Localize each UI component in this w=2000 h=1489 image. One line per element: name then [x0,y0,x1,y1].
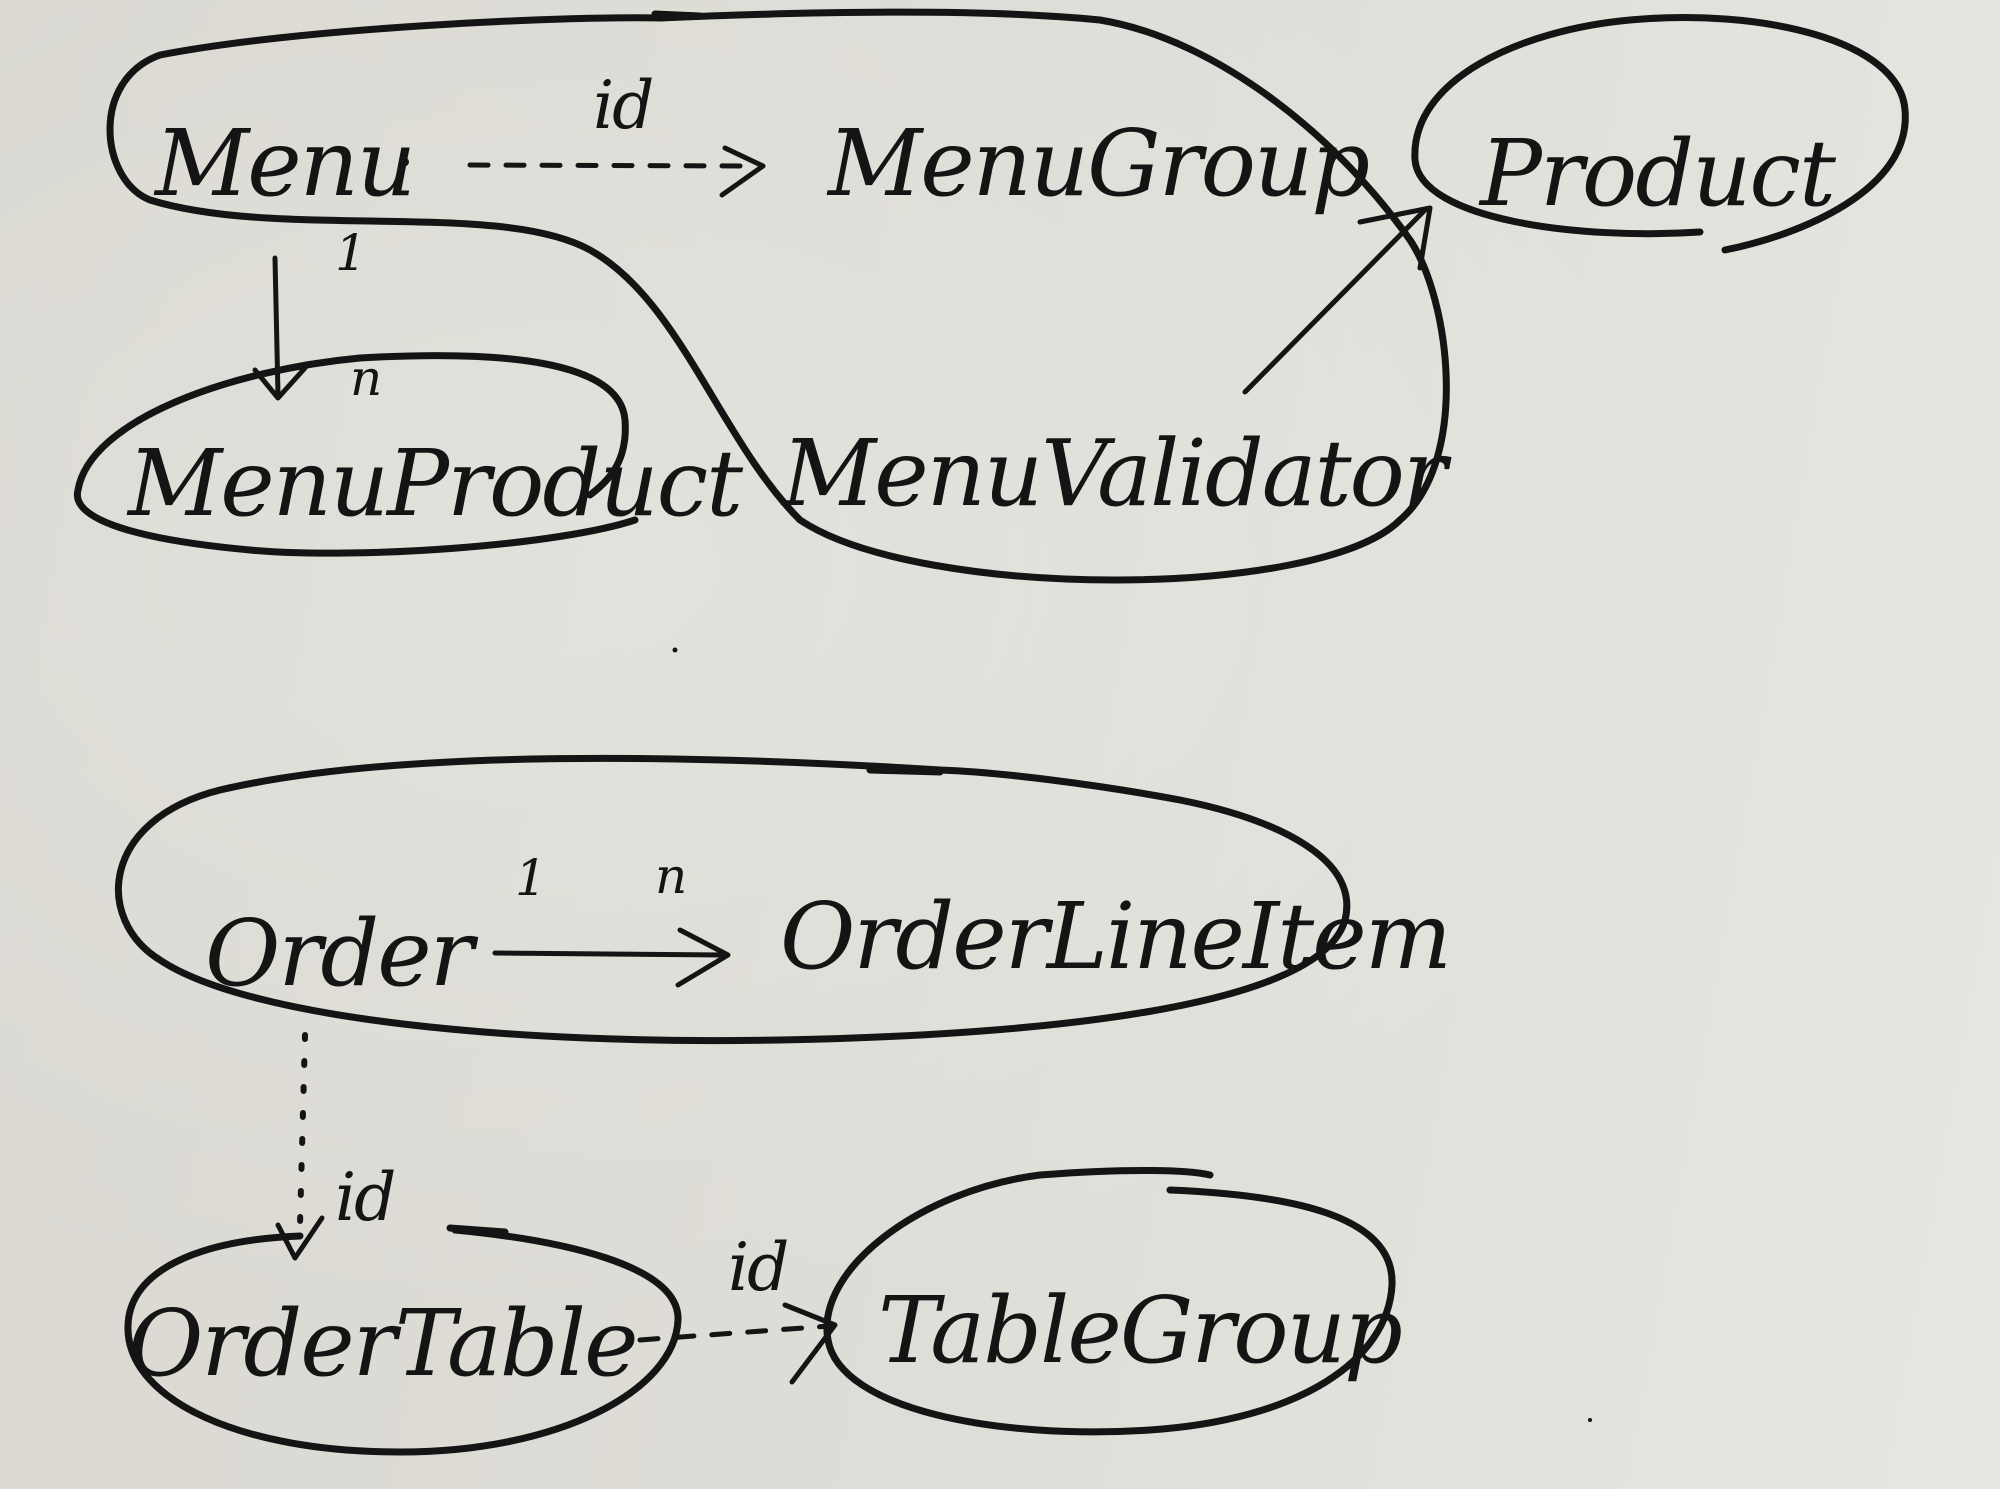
edge-label-order-ordertable: id [335,1159,394,1236]
stray-ink-dot [672,647,678,653]
ordertable-boundary [124,1226,682,1456]
menu-aggregate-boundary [106,8,1450,584]
ordertable-boundary-overlap [446,1224,509,1236]
order-to-orderlineitem-arrowhead [675,927,731,988]
node-order: Order [205,900,479,1007]
edge-label-ordertable-tablegroup: id [728,1229,787,1306]
edge-label-menu-menuproduct-to: n [350,349,380,407]
order-to-orderlineitem-arrow [492,950,728,958]
node-orderlineitem: OrderLineItem [780,883,1450,990]
node-menugroup: MenuGroup [826,110,1368,217]
order-to-ordertable-dotted-arrow [297,1032,308,1228]
node-menuproduct: MenuProduct [126,430,744,537]
node-ordertable: OrderTable [128,1290,637,1397]
stray-ink-dot [401,158,409,166]
menu-to-menuproduct-arrow [272,255,281,398]
node-menuvalidator: MenuValidator [780,420,1452,527]
order-aggregate-boundary [115,754,1351,1045]
stray-ink-dot [1588,1418,1592,1422]
node-product: Product [1478,120,1837,227]
menuvalidator-to-product-arrowhead [1357,205,1433,271]
menu-product-boundary [73,352,639,557]
menu-to-menugroup-dashed-arrow [467,162,758,169]
node-tablegroup: TableGroup [878,1277,1401,1384]
menu-to-menuproduct-arrowhead [252,365,308,401]
menu-boundary-stroke-overlap [651,10,704,20]
edge-label-menu-menugroup: id [593,67,652,144]
edge-label-menu-menuproduct-from: 1 [335,224,365,282]
menuvalidator-to-product-arrow [1242,207,1428,395]
menu-to-menugroup-arrowhead [719,145,766,198]
edge-label-order-lineitem-to: n [655,847,685,905]
order-boundary-stroke-overlap [866,766,944,776]
tablegroup-boundary [823,1166,1396,1436]
product-boundary [1411,14,1909,254]
ordertable-to-tablegroup-arrowhead [782,1302,838,1385]
node-menu: Menu [153,110,414,217]
edge-label-order-lineitem-from: 1 [515,849,545,907]
ordertable-to-tablegroup-dashed-arrow [637,1323,833,1343]
